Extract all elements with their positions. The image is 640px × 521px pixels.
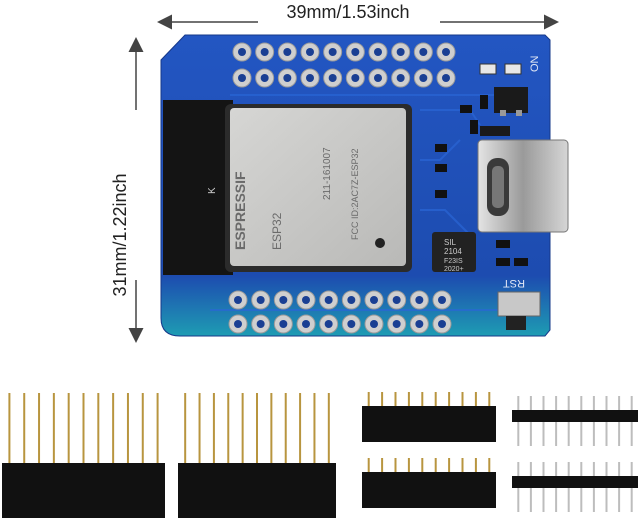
usb-chip-line-2: 2104 <box>444 247 462 256</box>
bottom-header-pads <box>228 290 452 334</box>
pad-hole <box>415 320 424 328</box>
pad-hole <box>238 48 246 56</box>
pad-hole <box>438 296 446 304</box>
pad-hole <box>442 48 450 56</box>
module-brand-text: ESPRESSIF <box>232 171 248 250</box>
rst-button <box>497 291 541 330</box>
pad-hole <box>256 296 265 304</box>
module-k-mark: K <box>207 187 218 194</box>
pad-hole <box>283 48 292 56</box>
header-housing <box>512 476 638 488</box>
pad-hole <box>419 48 428 56</box>
rst-silkscreen-label: RST <box>503 277 525 289</box>
pad-hole <box>324 320 333 328</box>
pad-hole <box>283 74 292 82</box>
status-leds <box>479 63 522 75</box>
header-housing <box>178 463 336 518</box>
pad-hole <box>415 296 424 304</box>
module-model-text: ESP32 <box>270 212 284 250</box>
esp32-module: ESPRESSIF ESP32 211-161007 FCC ID:2AC7Z-… <box>163 100 412 275</box>
male-header-strip-2 <box>362 458 496 508</box>
pad-hole <box>279 320 288 328</box>
pad-hole <box>370 296 378 304</box>
pad-hole <box>324 296 333 304</box>
pad-hole <box>442 74 450 82</box>
on-silkscreen-label: ON <box>529 55 541 72</box>
width-dimension-label: 39mm/1.53inch <box>286 2 410 22</box>
usb-serial-chip: SIL 2104 F23IS 2020+ <box>432 232 476 273</box>
usb-chip-line-3: F23IS <box>444 258 463 265</box>
module-fcc-text: FCC ID:2AC7Z-ESP32 <box>350 148 360 240</box>
pad-hole <box>419 74 428 82</box>
pad-hole <box>347 296 356 304</box>
pad-hole <box>328 48 337 56</box>
male-header-strip-1 <box>362 392 496 442</box>
pad-hole <box>302 320 310 328</box>
pad-hole <box>306 74 314 82</box>
header-housing <box>362 472 496 508</box>
usb-c-connector <box>477 139 569 233</box>
module-code-text: 211-161007 <box>322 147 333 200</box>
pad-hole <box>396 48 405 56</box>
pad-hole <box>238 74 246 82</box>
voltage-regulator <box>494 87 528 116</box>
header-housing <box>2 463 165 518</box>
header-housing <box>362 406 496 442</box>
usb-chip-line-4: 2020+ <box>444 266 464 273</box>
smd-resistor-array <box>496 240 528 266</box>
top-header-pads <box>232 42 456 88</box>
pad-hole <box>374 48 382 56</box>
pad-hole <box>438 320 446 328</box>
pad-hole <box>351 48 360 56</box>
pad-hole <box>392 320 401 328</box>
module-dot <box>375 238 385 248</box>
pin-header-strip-1 <box>512 396 638 446</box>
pin-header-strip-2 <box>512 462 638 512</box>
pad-hole <box>392 296 401 304</box>
pad-hole <box>234 296 242 304</box>
pad-hole <box>260 74 269 82</box>
pad-hole <box>260 48 269 56</box>
pad-hole <box>234 320 242 328</box>
female-header-strip-2 <box>178 393 336 518</box>
pad-hole <box>302 296 310 304</box>
smd-components <box>435 95 510 198</box>
female-header-strip-1 <box>2 393 165 518</box>
pad-hole <box>256 320 265 328</box>
pad-hole <box>396 74 405 82</box>
pad-hole <box>370 320 378 328</box>
pad-hole <box>306 48 314 56</box>
pad-hole <box>374 74 382 82</box>
pad-hole <box>351 74 360 82</box>
pad-hole <box>279 296 288 304</box>
pad-hole <box>328 74 337 82</box>
usb-chip-line-1: SIL <box>444 238 457 247</box>
pad-hole <box>347 320 356 328</box>
header-housing <box>512 410 638 422</box>
